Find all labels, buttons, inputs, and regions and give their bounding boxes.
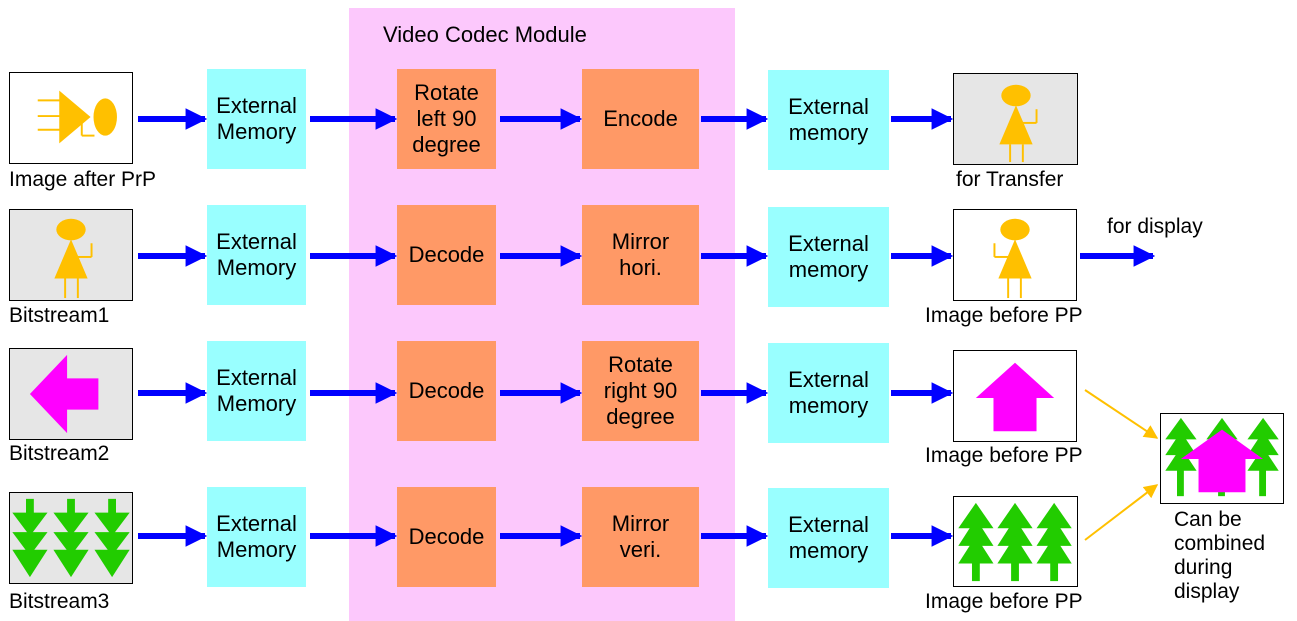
standing-figure-icon [999, 84, 1038, 163]
row3-external-memory-out: External memory [768, 343, 889, 443]
row4-mirror-veri-box: Mirror veri. [582, 487, 699, 587]
for-transfer-thumbnail [953, 73, 1078, 165]
sideways-figure-icon [37, 90, 117, 144]
bitstream3-thumbnail [9, 492, 133, 584]
row3-input-caption: Bitstream2 [9, 442, 110, 465]
combined-trees-and-arrow-icon [1165, 417, 1279, 497]
combine-arrow-top [1084, 389, 1159, 439]
up-arrow-icon [975, 362, 1055, 432]
row1-rotate-left-box: Rotate left 90 degree [397, 69, 496, 169]
row2-external-memory-out: External memory [768, 207, 889, 307]
combined-thumbnail [1160, 413, 1284, 504]
row3-rotate-right-box: Rotate right 90 degree [582, 341, 699, 441]
combined-caption: Can be combined during display [1174, 508, 1266, 603]
row4-external-memory-in: External Memory [207, 487, 306, 587]
standing-figure-icon [54, 218, 93, 299]
row3-output-caption: Image before PP [925, 444, 1083, 467]
row1-encode-box: Encode [582, 69, 699, 169]
row3-decode-box: Decode [397, 341, 496, 441]
module-title: Video Codec Module [383, 22, 587, 47]
row2-external-memory-in: External Memory [207, 205, 306, 305]
row2-decode-box: Decode [397, 205, 496, 305]
row4-external-memory-out: External memory [768, 488, 889, 588]
mirrored-figure-icon [993, 218, 1032, 299]
row1-external-memory-in: External Memory [207, 69, 306, 169]
row2-output-thumbnail [953, 209, 1077, 301]
row2-output-caption: Image before PP [925, 304, 1083, 327]
bitstream2-thumbnail [9, 348, 133, 440]
row1-input-caption: Image after PrP [9, 168, 157, 191]
row3-output-thumbnail [953, 350, 1077, 442]
row4-input-caption: Bitstream3 [9, 590, 110, 613]
row4-output-thumbnail [953, 496, 1078, 587]
for-display-label: for display [1107, 215, 1203, 238]
row2-input-caption: Bitstream1 [9, 304, 110, 327]
row3-external-memory-in: External Memory [207, 341, 306, 441]
down-trees-icon [12, 498, 130, 578]
image-after-prp-thumbnail [9, 72, 133, 164]
left-arrow-icon [29, 354, 99, 434]
upright-trees-icon [958, 502, 1072, 582]
row1-output-caption: for Transfer [956, 168, 1064, 191]
combine-arrow-bottom [1084, 484, 1159, 541]
row4-decode-box: Decode [397, 487, 496, 587]
row4-output-caption: Image before PP [925, 590, 1083, 613]
row2-mirror-hori-box: Mirror hori. [582, 205, 699, 305]
row1-external-memory-out: External memory [768, 70, 889, 170]
bitstream1-thumbnail [9, 209, 133, 301]
